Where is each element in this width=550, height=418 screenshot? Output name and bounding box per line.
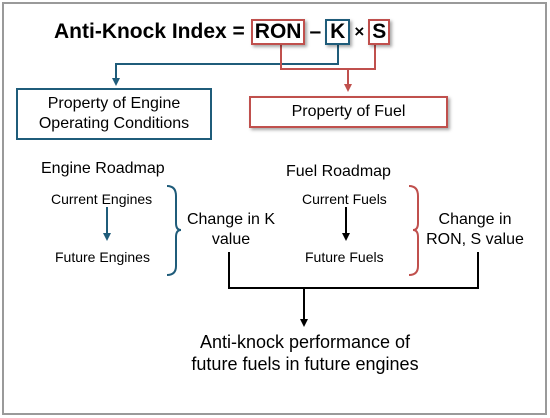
- minus-operator: –: [309, 20, 322, 43]
- fuel-property-label: Property of Fuel: [291, 103, 406, 120]
- k-to-engine-arrow: [112, 44, 339, 86]
- s-term-box: S: [368, 19, 391, 45]
- future-fuels-label: Future Fuels: [305, 249, 384, 265]
- engine-property-label: Property of Engine Operating Conditions: [38, 95, 190, 132]
- current-engines-label: Current Engines: [51, 191, 153, 207]
- result-label: Anti-knock performance of future fuels i…: [191, 332, 419, 374]
- current-fuels-label: Current Fuels: [302, 191, 387, 207]
- fuel-roadmap-title: Fuel Roadmap: [286, 163, 391, 180]
- fuel-change-label: Change in RON, S value: [426, 211, 524, 248]
- k-term-box: K: [325, 19, 351, 45]
- ron-s-to-fuel-connector: [280, 44, 376, 70]
- fuel-property-box: Property of Fuel: [249, 96, 448, 128]
- engine-property-box: Property of Engine Operating Conditions: [16, 88, 212, 140]
- future-engines-label: Future Engines: [55, 249, 150, 265]
- equation-title: Anti-Knock Index = RON – K × S: [54, 19, 391, 45]
- engine-roadmap-title: Engine Roadmap: [41, 160, 165, 177]
- merge-connector: [228, 252, 479, 289]
- ron-term-box: RON: [250, 19, 306, 45]
- diagram-frame: [2, 2, 547, 415]
- engine-brace: [166, 185, 182, 276]
- equation-prefix: Anti-Knock Index =: [54, 20, 245, 43]
- fuel-brace: [408, 185, 419, 276]
- engine-change-label: Change in K value: [186, 211, 276, 248]
- times-operator: ×: [354, 22, 365, 41]
